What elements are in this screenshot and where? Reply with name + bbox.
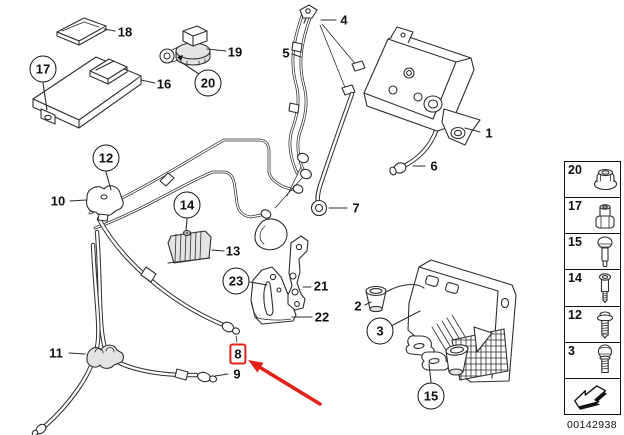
- part-7-hose: [310, 91, 355, 217]
- direction-arrow-icon: [574, 385, 607, 411]
- callout-leader-lines: [42, 19, 481, 383]
- legend-row-3[interactable]: 3: [565, 343, 620, 379]
- hose-guide-loop: [254, 218, 288, 251]
- legend-row-12[interactable]: 12: [565, 307, 620, 343]
- callout-20-circled[interactable]: 20: [194, 69, 222, 97]
- washer-screw-icon: [596, 311, 614, 339]
- direction-arrow-cell: [565, 379, 620, 414]
- legend-number: 17: [568, 199, 582, 214]
- highlight-arrow: [248, 360, 322, 406]
- legend-row-15[interactable]: 15: [565, 234, 620, 271]
- part-13-clamp-block: [167, 229, 212, 264]
- part-16-control-module: [32, 56, 142, 129]
- part-19-sensor: [159, 25, 211, 66]
- callout-14-circled[interactable]: 14: [173, 191, 201, 219]
- hex-bolt-icon: [597, 236, 613, 267]
- part-8-hose: [96, 216, 240, 343]
- callout-6[interactable]: 6: [430, 158, 438, 174]
- callout-21[interactable]: 21: [313, 278, 329, 294]
- legend-number: 20: [568, 163, 582, 177]
- part-10-holder: [86, 185, 124, 222]
- callout-12-circled[interactable]: 12: [92, 144, 120, 172]
- callout-1[interactable]: 1: [485, 125, 493, 141]
- image-number: 00142938: [567, 419, 617, 431]
- callout-23-circled[interactable]: 23: [222, 267, 250, 295]
- part-4-fitting: [299, 4, 318, 24]
- flange-nut-icon: [593, 168, 618, 190]
- legend-number: 15: [568, 235, 582, 250]
- shoulder-screw-icon: [598, 273, 612, 304]
- part-6-hose: [389, 125, 440, 176]
- part-11-clamp: [86, 344, 124, 369]
- callout-22[interactable]: 22: [314, 309, 330, 325]
- callout-5[interactable]: 5: [282, 45, 290, 61]
- callout-15-circled[interactable]: 15: [417, 382, 445, 410]
- part-pipes: [88, 138, 304, 230]
- callout-9[interactable]: 9: [233, 366, 241, 382]
- part-21-bracket: [287, 235, 309, 311]
- legend-number: 12: [568, 307, 582, 322]
- callout-2[interactable]: 2: [354, 298, 362, 314]
- callout-8-highlighted[interactable]: 8: [229, 343, 247, 365]
- part-15-mounting-bracket: [405, 259, 517, 383]
- callout-18[interactable]: 18: [117, 24, 133, 40]
- part-1-valve-block: [363, 26, 481, 146]
- part-9-hose: [31, 229, 218, 435]
- legend-row-17[interactable]: 17: [565, 198, 620, 235]
- part-5-pipe-bundle: [288, 4, 366, 180]
- callout-16[interactable]: 16: [156, 76, 172, 92]
- callout-10[interactable]: 10: [50, 193, 66, 209]
- callout-19[interactable]: 19: [227, 44, 243, 60]
- cap-nut-icon: [595, 203, 615, 229]
- callout-17-circled[interactable]: 17: [29, 55, 57, 83]
- legend-row-20[interactable]: 20: [565, 162, 620, 199]
- callout-13[interactable]: 13: [225, 243, 241, 259]
- callout-11[interactable]: 11: [49, 345, 63, 361]
- callout-3-circled[interactable]: 3: [366, 317, 394, 345]
- fastener-legend: 20 17 15 14: [564, 161, 621, 415]
- part-18-cover: [56, 17, 107, 46]
- legend-number: 14: [568, 271, 582, 286]
- callout-7[interactable]: 7: [352, 200, 360, 216]
- callout-4[interactable]: 4: [340, 12, 348, 28]
- part-22-shield: [250, 266, 297, 325]
- legend-row-14[interactable]: 14: [565, 270, 620, 307]
- flange-bolt-icon: [597, 344, 613, 374]
- legend-number: 3: [568, 343, 575, 358]
